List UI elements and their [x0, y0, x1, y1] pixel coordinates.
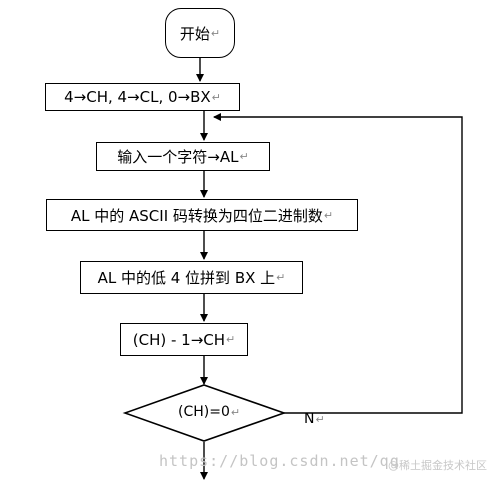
decrement-label: (CH) - 1→CH — [132, 330, 226, 349]
input-label: 输入一个字符→AL — [117, 148, 239, 166]
init-label: 4→CH, 4→CL, 0→BX — [64, 88, 211, 106]
return-mark-icon: ↵ — [211, 90, 221, 104]
return-mark-icon: ↵ — [276, 271, 286, 284]
shift-process-box: AL 中的低 4 位拼到 BX 上↵ — [80, 261, 303, 294]
watermark-site: @稀土掘金技术社区 — [388, 459, 487, 472]
return-mark-icon: ↵ — [226, 333, 236, 346]
init-process-box: 4→CH, 4→CL, 0→BX↵ — [45, 83, 240, 111]
return-mark-icon: ↵ — [239, 150, 249, 163]
convert-process-box: AL 中的 ASCII 码转换为四位二进制数↵ — [46, 199, 358, 231]
convert-label: AL 中的 ASCII 码转换为四位二进制数 — [70, 206, 323, 225]
return-mark-icon: ↵ — [210, 26, 221, 40]
decision-diamond — [122, 384, 287, 442]
input-process-box: 输入一个字符→AL↵ — [96, 142, 270, 171]
watermark-url: https://blog.csdn.net/qq — [159, 452, 400, 470]
return-mark-icon: ↵ — [315, 413, 325, 426]
decrement-process-box: (CH) - 1→CH↵ — [120, 323, 248, 356]
no-branch-label: N↵ — [304, 411, 325, 427]
return-mark-icon: ↵ — [323, 208, 334, 222]
start-terminator: 开始↵ — [165, 8, 235, 58]
shift-label: AL 中的低 4 位拼到 BX 上 — [97, 269, 276, 287]
start-label: 开始 — [179, 24, 210, 43]
return-mark-icon: ↵ — [230, 406, 241, 419]
decision-label: (CH)=0↵ — [178, 404, 241, 420]
